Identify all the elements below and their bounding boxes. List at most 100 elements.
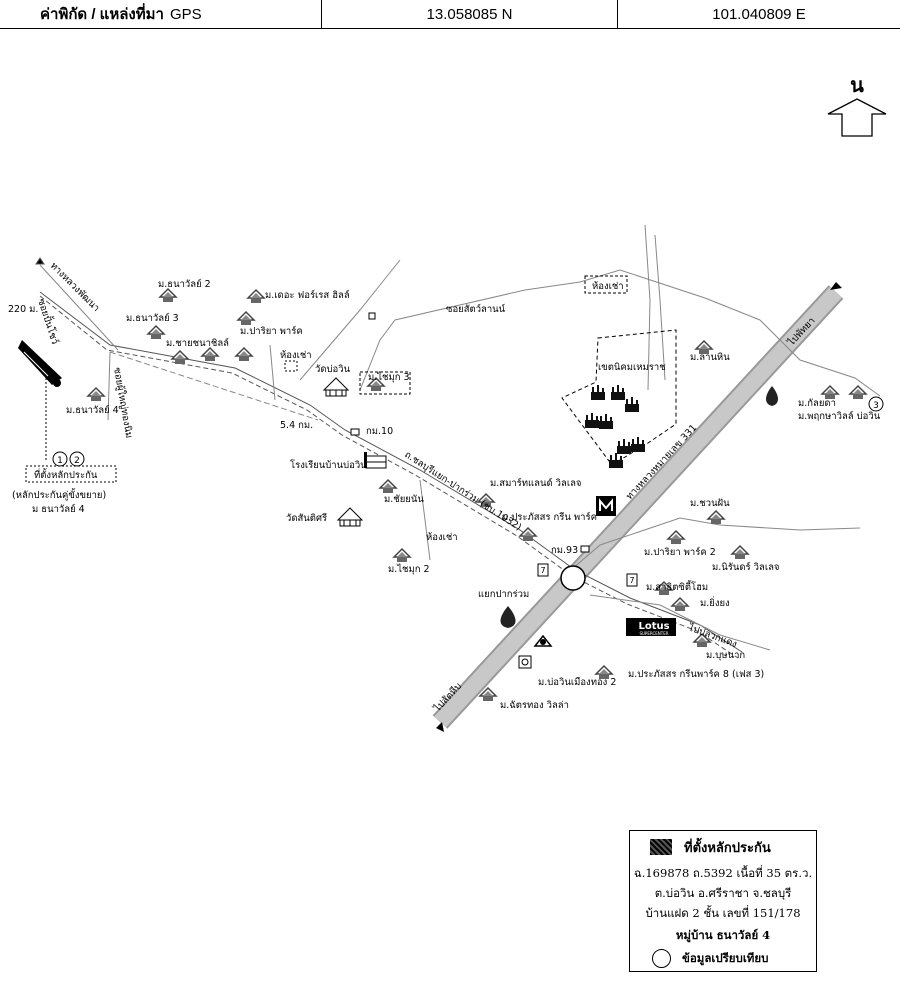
- gas-station-icon: [500, 606, 516, 628]
- label-wat-santi: วัดสันติศรี: [286, 512, 327, 524]
- label-m-yingyong: ม.ยิ่งยง: [700, 596, 730, 609]
- label-m-chaiyan: ม.ชายชนาชิลล์: [166, 337, 229, 349]
- map-labels: ทางหลวงพัฒนา 220 ม. ซอยปั้นโชว์ ซอยผู้ให…: [8, 260, 881, 714]
- legend-line-4: หมู่บ้าน ธนาวัลย์ 4: [675, 928, 771, 942]
- label-km-54: 5.4 กม.: [280, 420, 313, 431]
- temple-icon: [336, 507, 364, 527]
- highway-331: [432, 282, 844, 732]
- label-m-kittada: ม.กัลยดา: [798, 398, 836, 409]
- svg-text:7: 7: [540, 566, 545, 575]
- label-m-chon-hin: ม.ชวนฝัน: [690, 498, 730, 509]
- reference-circle-2: [69, 451, 85, 467]
- store-icon: 7: [626, 573, 638, 587]
- label-m-chaiyawin: ม.ชัยยนัน: [384, 494, 424, 505]
- label-collateral-village: ม ธนาวัลย์ 4: [32, 503, 85, 515]
- north-label: น: [850, 73, 864, 97]
- coordinate-header: ค่าพิกัด / แหล่งที่มา GPS 13.058085 N 10…: [0, 0, 900, 29]
- label-m-thanawan4: ม.ธนาวัลย์ 4: [66, 404, 119, 416]
- school-icon: [364, 452, 387, 469]
- legend-line-1: ฉ.169878 ถ.5392 เนื้อที่ 35 ตร.ว.: [633, 866, 813, 880]
- temple-icon: [322, 377, 350, 397]
- km-post-icon: [580, 545, 590, 553]
- label-m-chattong: ม.ฉัตรทอง วิลล่า: [500, 700, 569, 711]
- label-m-busanak: ม.บุษนาก: [706, 650, 745, 661]
- label-m-nirun: ม.นิรันดร์ วิลเลจ: [712, 561, 779, 573]
- house-icon: [393, 548, 411, 563]
- gas-station-icon: [766, 386, 778, 406]
- industrial-estate-boundary: [561, 329, 677, 466]
- north-arrow: น: [827, 73, 887, 137]
- house-icon: [849, 385, 867, 400]
- label-m-pruksa: ม.พฤกษาวิลล์ บ่อวิน: [798, 410, 881, 422]
- lotus-logo: Lotus SUPERCENTER: [626, 618, 676, 636]
- longitude-cell: 101.040809 E: [618, 0, 900, 28]
- shop-icon: [596, 496, 616, 516]
- label-km-93: กม.93: [551, 545, 578, 556]
- house-icon: [87, 387, 105, 402]
- factory-icon: [625, 397, 639, 412]
- label-rental-2: ห้องเช่า: [592, 281, 624, 292]
- legend-line-2: ต.บ่อวิน อ.ศรีราชา จ.ชลบุรี: [654, 886, 792, 900]
- label-m-the-forest: ม.เดอะ ฟอร์เรส ฮิลล์: [265, 289, 350, 301]
- factory-icon: [609, 453, 623, 468]
- map-legend: ที่ตั้งหลักประกัน ฉ.169878 ถ.5392 เนื้อท…: [629, 830, 817, 972]
- label-rental-3: ห้องเช่า: [426, 532, 458, 543]
- factory-icon: [631, 437, 645, 452]
- svg-text:7: 7: [629, 576, 634, 585]
- compare-circle-icon: [652, 949, 671, 968]
- km-post-icon: [368, 312, 376, 320]
- label-m-bowin-tong2: ม.บ่อวินเมืองทอง 2: [538, 677, 616, 688]
- junction-circle: [560, 565, 586, 591]
- legend-compare: ข้อมูลเปรียบเทียบ: [682, 951, 769, 965]
- store-icon: 7: [537, 563, 549, 577]
- house-icon: [147, 325, 165, 340]
- label-m-thanawan2: ม.ธนาวัลย์ 2: [158, 278, 211, 290]
- label-soi-yai: ซอยผู้ใหญ่ทองนิม: [111, 366, 135, 439]
- label-to-pluak-daeng: ไปปลวกแดง: [686, 621, 739, 650]
- reference-number: 1: [57, 456, 63, 466]
- label-soi-sukhumvit: ซอยสัตว์ลานน์: [446, 303, 506, 315]
- legend-line-3: บ้านแฝด 2 ชั้น เลขที่ 151/178: [645, 906, 801, 920]
- house-icon: [707, 510, 725, 525]
- label-rental-1: ห้องเช่า: [280, 350, 312, 361]
- bank-icon: [518, 655, 532, 669]
- label-m-sarit: ม.สาธิตซิตี้โฮม: [646, 580, 708, 593]
- house-icon: [159, 288, 177, 303]
- label-m-pariya2: ม.ปาริยา พาร์ค 2: [644, 546, 716, 558]
- label-m-prasert-green: ม.ประภัสสร กรีน พาร์ค: [502, 511, 597, 523]
- chaimuk3-box: [359, 371, 411, 395]
- police-icon: [533, 634, 553, 647]
- house-icon: [237, 311, 255, 326]
- factory-icon: [611, 385, 625, 400]
- label-soi-pan: ซอยปั้นโชว์: [35, 297, 62, 346]
- km-post-icon: [350, 428, 360, 436]
- local-roads: [39, 224, 881, 651]
- label-junction: แยกปากร่วม: [478, 589, 529, 600]
- factory-icon: [599, 414, 613, 429]
- label-m-prasert8: ม.ประภัสสร กรีนพาร์ค 8 (เฟส 3): [628, 668, 764, 680]
- road-1032: [35, 257, 743, 659]
- svg-text:SUPERCENTER: SUPERCENTER: [639, 631, 668, 636]
- reference-number: 3: [873, 401, 879, 411]
- collateral-label-box: [25, 465, 117, 483]
- house-icon: [247, 289, 265, 304]
- coordinate-source: GPS: [169, 5, 202, 23]
- house-icon: [201, 347, 219, 362]
- svg-text:Lotus: Lotus: [638, 621, 669, 632]
- legend-title: ที่ตั้งหลักประกัน: [684, 841, 771, 856]
- collateral-marker: [18, 340, 62, 387]
- house-icon: [671, 597, 689, 612]
- factory-icon: [591, 385, 605, 400]
- label-m-lan-hin: ม.ลานหิน: [690, 352, 730, 363]
- rental-box-1: [584, 275, 628, 294]
- latitude-cell: 13.058085 N: [322, 0, 618, 28]
- label-school: โรงเรียนบ้านบ่อวิน: [290, 459, 367, 471]
- label-km-10: กม.10: [366, 426, 393, 437]
- label-collateral: ที่ตั้งหลักประกัน: [34, 468, 98, 481]
- reference-circle-3: [868, 396, 884, 412]
- factory-icon: [617, 439, 631, 454]
- longitude-value: 101.040809 E: [712, 5, 806, 23]
- label-m-thanawan3: ม.ธนาวัลย์ 3: [126, 312, 179, 324]
- collateral-hatch-swatch: [650, 839, 672, 855]
